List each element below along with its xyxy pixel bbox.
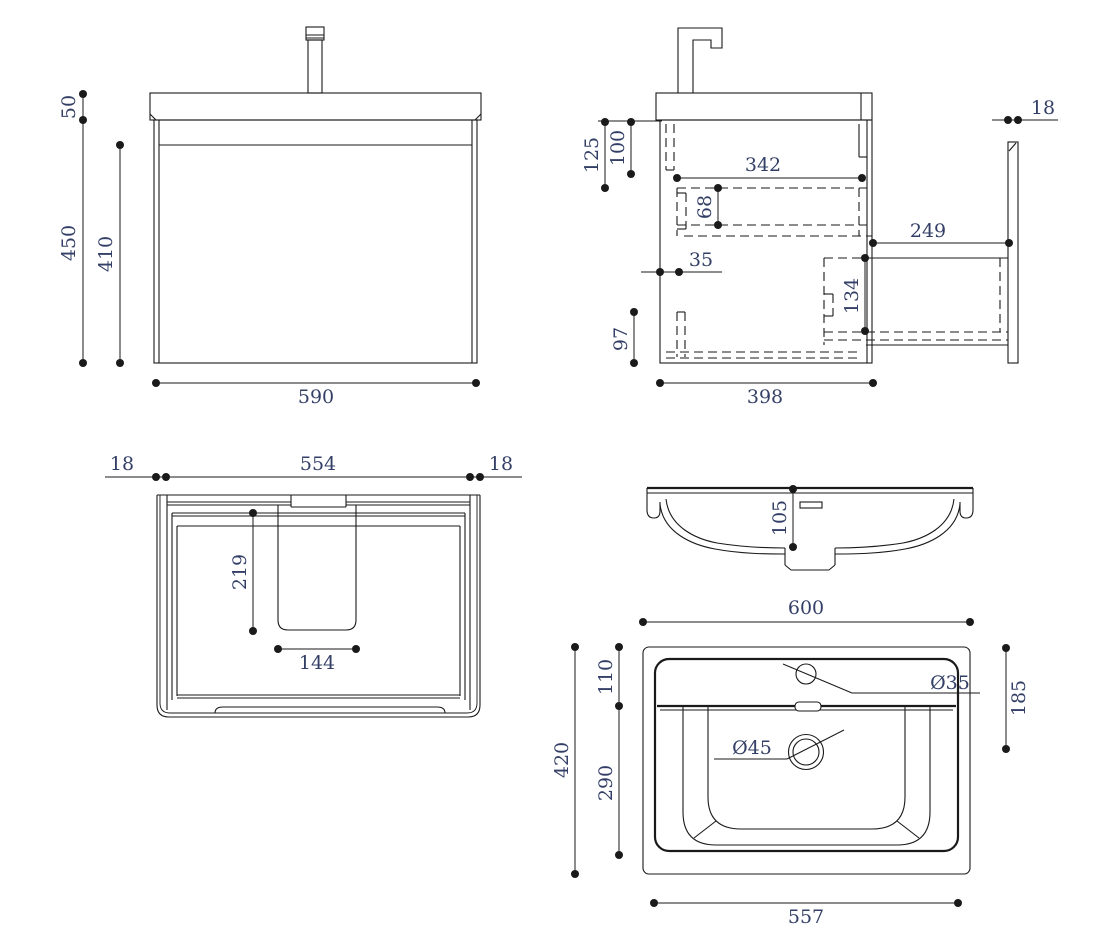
basin-plan-dimensions: 600 420 110 290 185 557 xyxy=(551,597,1030,928)
side-faucet xyxy=(677,27,723,93)
dim-label-144: 144 xyxy=(299,652,335,674)
dim-label-557: 557 xyxy=(788,906,824,928)
front-dimensions: 50 450 410 590 xyxy=(58,90,480,408)
dim-label-dia35: Ø35 xyxy=(930,672,970,694)
plan-outline xyxy=(156,494,481,718)
dim-label-18-left: 18 xyxy=(110,453,134,475)
dim-label-dia45: Ø45 xyxy=(732,737,772,759)
dim-label-398: 398 xyxy=(747,386,783,408)
dim-label-68: 68 xyxy=(694,195,716,219)
basin-plan-view: Ø35 Ø45 600 420 110 290 185 557 xyxy=(551,597,1030,928)
dim-label-35: 35 xyxy=(689,249,713,271)
dim-label-134: 134 xyxy=(841,278,863,314)
front-view: 50 450 410 590 xyxy=(58,26,482,408)
section-dimensions: 105 xyxy=(769,485,797,551)
dim-label-290: 290 xyxy=(595,765,617,801)
dim-label-18-side: 18 xyxy=(1031,97,1055,119)
side-drawer-front-panel xyxy=(1007,141,1019,364)
front-basin-slab xyxy=(149,92,482,121)
dim-label-219: 219 xyxy=(229,554,251,590)
side-view: 125 100 342 68 35 97 398 249 134 18 xyxy=(581,27,1058,408)
dim-label-97: 97 xyxy=(610,327,632,351)
drain-hole: Ø45 xyxy=(714,729,845,771)
dim-label-249: 249 xyxy=(910,220,946,242)
dim-label-110: 110 xyxy=(595,659,617,695)
overflow-slot-plan xyxy=(794,701,822,712)
dim-label-600: 600 xyxy=(788,597,824,619)
dim-label-410: 410 xyxy=(95,236,117,272)
dim-label-420: 420 xyxy=(551,742,573,778)
dim-label-554: 554 xyxy=(300,453,336,475)
dim-label-50: 50 xyxy=(58,95,80,119)
side-upper-drawer-hidden xyxy=(676,187,872,237)
plan-inner-walls xyxy=(171,513,466,714)
side-dimensions: 125 100 342 68 35 97 398 249 134 18 xyxy=(581,97,1058,408)
dim-label-105: 105 xyxy=(769,500,791,536)
dim-label-18-right: 18 xyxy=(489,453,513,475)
dim-label-100: 100 xyxy=(607,130,629,166)
front-faucet xyxy=(305,26,325,94)
plan-dimensions: 18 554 18 219 144 xyxy=(105,453,522,674)
cabinet-plan-view: 18 554 18 219 144 xyxy=(105,453,522,718)
basin-bowl-walls xyxy=(682,707,931,846)
dim-label-185: 185 xyxy=(1008,680,1030,716)
front-cabinet xyxy=(153,119,478,364)
dim-label-125: 125 xyxy=(581,137,603,173)
basin-section-view: 105 xyxy=(646,485,974,571)
plan-plumbing-cutout xyxy=(277,505,357,631)
dim-label-450: 450 xyxy=(58,225,80,261)
faucet-hole: Ø35 xyxy=(782,663,980,694)
side-hidden-rails xyxy=(665,124,860,359)
dim-label-590: 590 xyxy=(298,386,334,408)
plan-back-rail xyxy=(167,495,470,527)
overflow-slot-section xyxy=(799,501,823,509)
side-lower-drawer-pulled-out xyxy=(823,257,1008,346)
side-basin-slab xyxy=(655,92,873,121)
basin-drain-stub xyxy=(784,548,836,571)
dim-label-342: 342 xyxy=(745,154,781,176)
